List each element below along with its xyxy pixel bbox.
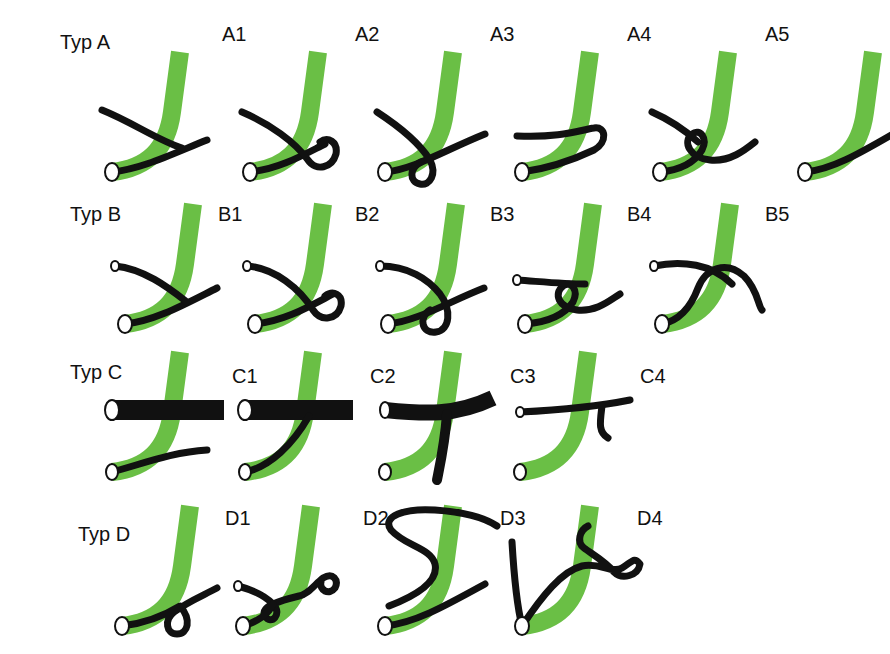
variant-label: C4	[640, 366, 666, 386]
figure-c2	[379, 352, 493, 480]
variant-label: B1	[218, 204, 242, 224]
figure-d3	[512, 506, 640, 635]
figure-b4	[650, 204, 762, 333]
variant-label: C2	[370, 366, 396, 386]
variant-label: A3	[490, 24, 514, 44]
type-label: Typ D	[78, 524, 130, 544]
variant-label: D1	[225, 508, 251, 528]
figure-typ-d	[115, 506, 217, 635]
variant-label: A1	[222, 24, 246, 44]
figure-typ-c	[105, 352, 224, 480]
variant-label: A2	[355, 24, 379, 44]
variant-label: B2	[355, 204, 379, 224]
variant-label: D3	[500, 508, 526, 528]
variant-label: C1	[232, 366, 258, 386]
figure-b2	[376, 204, 484, 333]
figure-a1	[242, 52, 336, 181]
variant-label: D2	[363, 508, 389, 528]
figure-b1	[243, 204, 341, 333]
variant-label: A5	[765, 24, 789, 44]
figure-a3	[515, 52, 604, 181]
type-label: Typ A	[60, 32, 110, 52]
figure-a5	[798, 52, 890, 181]
variant-label: A4	[627, 24, 651, 44]
type-label: Typ B	[70, 204, 121, 224]
variant-label: B4	[627, 204, 651, 224]
figure-typ-b	[111, 204, 217, 333]
variant-label: C3	[510, 366, 536, 386]
variant-label: D4	[637, 508, 663, 528]
figure-a4	[652, 52, 755, 181]
type-label: Typ C	[70, 362, 122, 382]
variant-label: B5	[765, 204, 789, 224]
variant-label: B3	[490, 204, 514, 224]
figure-typ-a	[102, 52, 207, 181]
figure-d2	[378, 506, 497, 635]
figure-b3	[513, 204, 620, 333]
figure-a2	[377, 52, 485, 184]
